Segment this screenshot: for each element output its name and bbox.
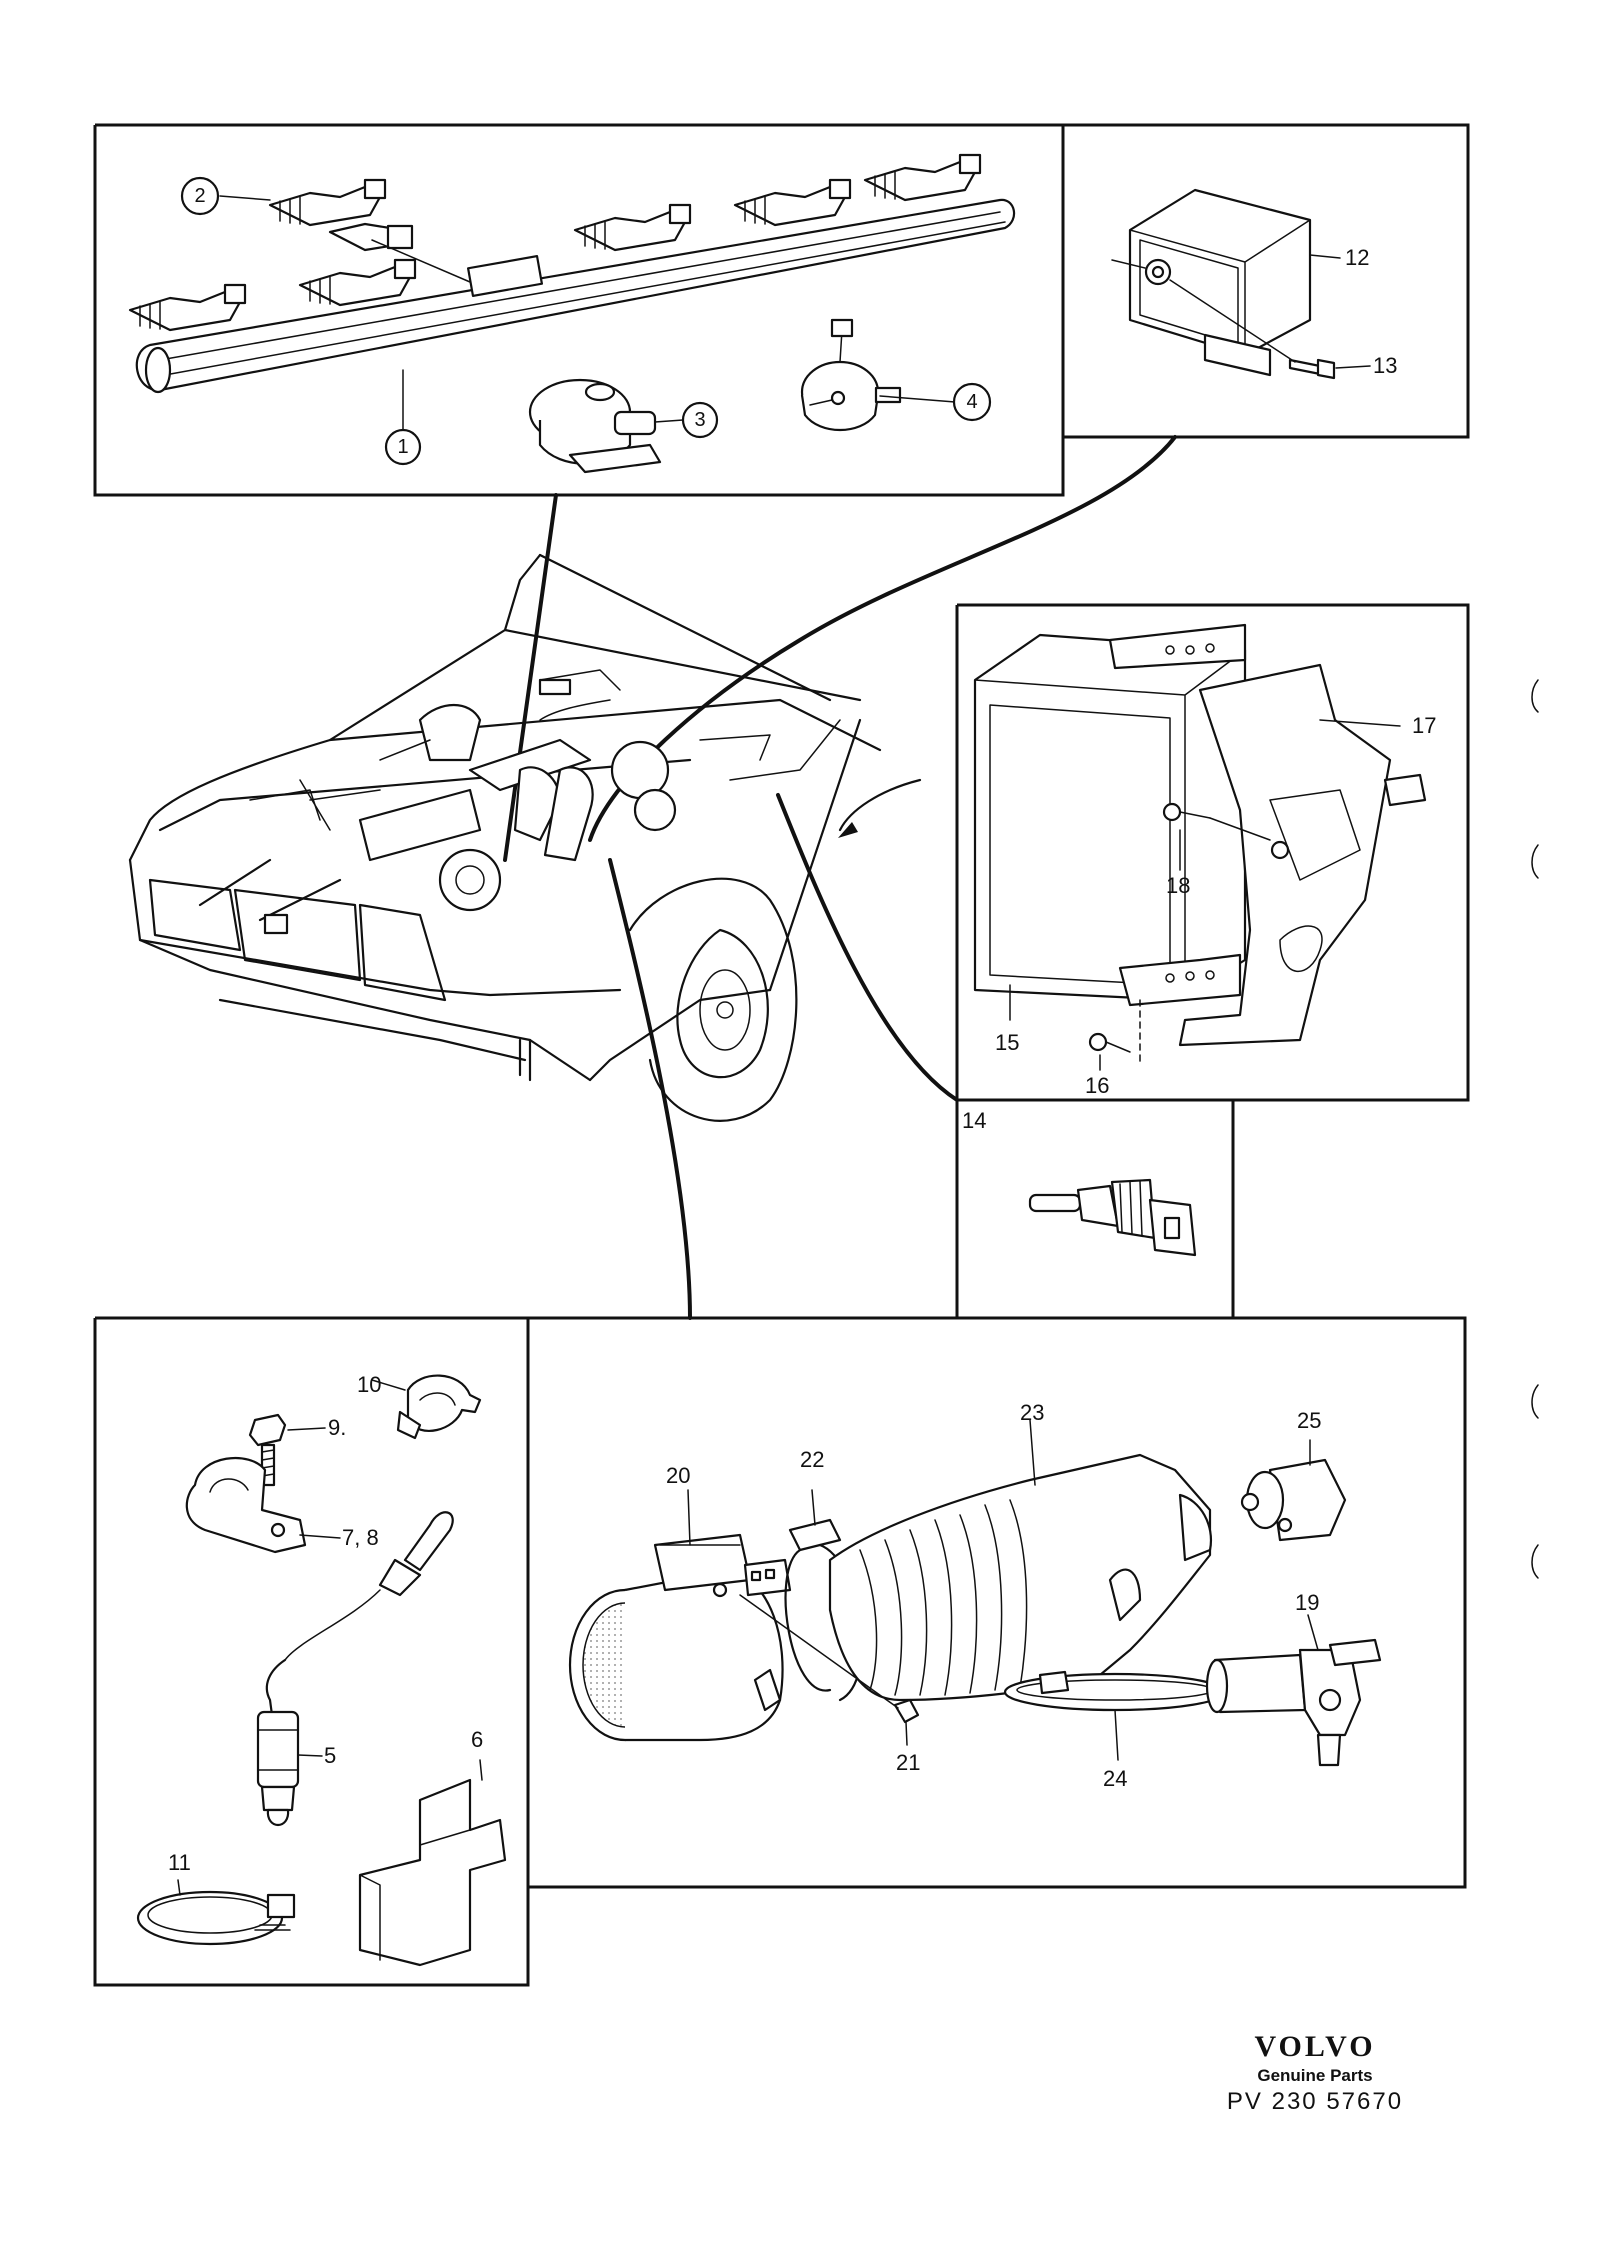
panel-frames <box>93 123 1470 1987</box>
margin-marks <box>1531 679 1539 1579</box>
label-15: 15 <box>995 1030 1019 1055</box>
volvo-brand-block: VOLVO Genuine Parts PV 230 57670 <box>1200 2030 1430 2116</box>
valve-25 <box>1240 1458 1347 1542</box>
svg-text:2: 2 <box>194 185 205 207</box>
air-intake-panel: 20 22 23 25 19 21 24 <box>568 1400 1382 1791</box>
fuel-rail-panel: 1 2 3 4 <box>128 153 1016 474</box>
screw-21 <box>739 1594 920 1724</box>
brand-tagline: Genuine Parts <box>1257 2066 1373 2085</box>
diagram-code: PV 230 57670 <box>1226 2088 1404 2115</box>
label-17: 17 <box>1412 713 1436 738</box>
idle-air-valve <box>1205 1638 1382 1767</box>
label-16: 16 <box>1085 1073 1109 1098</box>
fuel-injectors <box>128 153 982 332</box>
sensor-module-panel: 12 13 <box>1111 188 1397 380</box>
temperature-sensor <box>1028 1178 1197 1257</box>
ecu-screw <box>1088 999 1141 1066</box>
label-14: 14 <box>962 1108 986 1133</box>
svg-text:3: 3 <box>694 409 705 431</box>
label-12: 12 <box>1345 245 1369 270</box>
intake-hose <box>828 1453 1213 1702</box>
car-engine-bay-sketch <box>128 553 882 1122</box>
label-21: 21 <box>896 1750 920 1775</box>
callout-2: 2 <box>180 176 220 216</box>
lambda-sensor <box>256 1511 454 1826</box>
temperature-sensor-panel: 14 <box>962 1108 1197 1257</box>
svg-text:4: 4 <box>966 391 977 413</box>
label-7-8: 7, 8 <box>342 1525 379 1550</box>
label-6: 6 <box>471 1727 483 1752</box>
label-23: 23 <box>1020 1400 1044 1425</box>
mounting-screw <box>1169 279 1336 380</box>
control-unit-bracket <box>1178 663 1427 1047</box>
volvo-logo: VOLVO <box>1254 2030 1376 2063</box>
label-9: 9. <box>328 1415 346 1440</box>
fuel-rail <box>135 198 1016 394</box>
callout-4: 4 <box>952 382 992 422</box>
control-unit-panel: 17 18 15 16 <box>973 623 1436 1098</box>
label-11: 11 <box>168 1850 191 1875</box>
callout-1: 1 <box>384 428 422 466</box>
control-unit-box <box>973 623 1247 1007</box>
label-19: 19 <box>1295 1590 1319 1615</box>
hose-clamp-22 <box>784 1518 863 1702</box>
clip-10 <box>396 1374 482 1440</box>
label-5: 5 <box>324 1743 336 1768</box>
label-10: 10 <box>357 1372 381 1397</box>
lambda-sensor-panel: 10 9. 7, 8 5 6 11 <box>136 1372 507 1967</box>
label-25: 25 <box>1297 1408 1321 1433</box>
callout-3: 3 <box>681 401 719 439</box>
control-sensor-module <box>1111 188 1312 377</box>
fuel-damper <box>800 318 902 432</box>
label-22: 22 <box>800 1447 824 1472</box>
svg-text:1: 1 <box>397 436 408 458</box>
label-20: 20 <box>666 1463 690 1488</box>
label-18: 18 <box>1166 873 1190 898</box>
heat-shield-6 <box>358 1778 507 1967</box>
label-24: 24 <box>1103 1766 1127 1791</box>
bracket-screw <box>1162 802 1271 841</box>
label-13: 13 <box>1373 353 1397 378</box>
air-mass-meter <box>568 1533 792 1742</box>
clamp-7-8 <box>185 1456 307 1554</box>
hose-clamp-11 <box>136 1890 296 1946</box>
pressure-regulator <box>528 378 662 474</box>
